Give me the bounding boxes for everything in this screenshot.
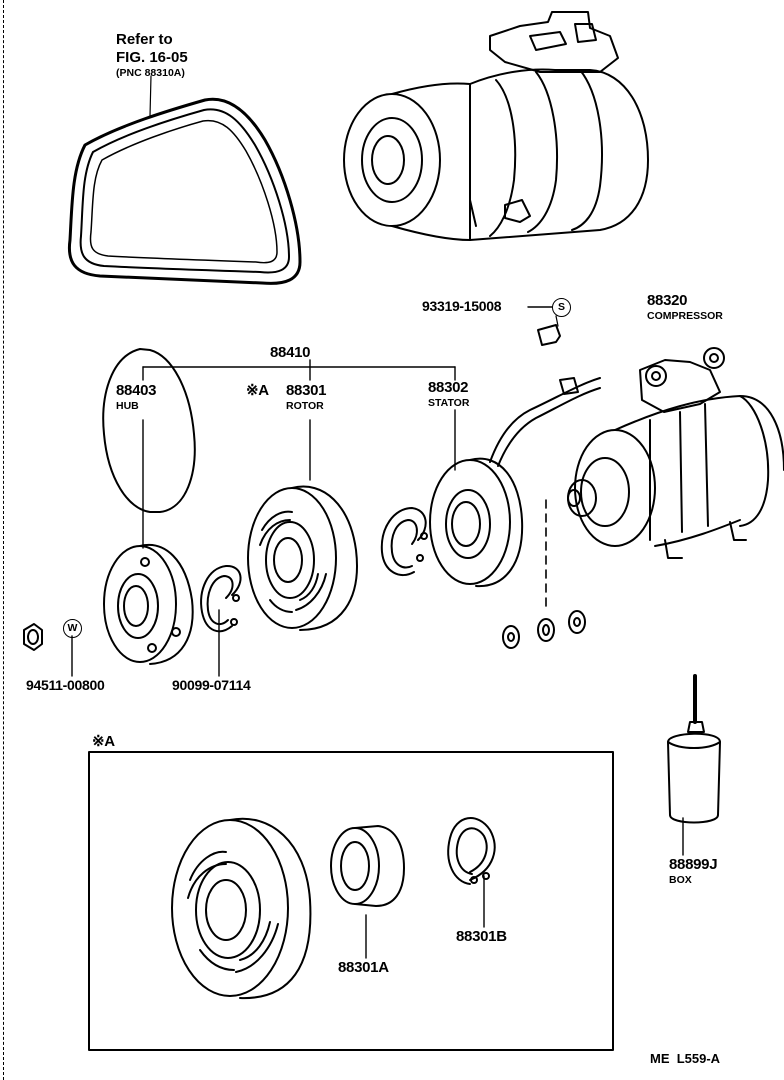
nut-drawing xyxy=(23,623,43,651)
inset-frame xyxy=(88,751,614,1051)
hub-drawing xyxy=(102,348,196,665)
inset-rotor-drawing xyxy=(171,817,312,1000)
leader-lines xyxy=(71,306,684,959)
inset-ring-drawing xyxy=(447,817,496,885)
belt-ref-leader-line xyxy=(149,75,152,117)
inset-bearing-drawing xyxy=(330,825,405,907)
compressor-assembled-drawing xyxy=(343,11,649,241)
belt-ref-line2: FIG. 16-05 xyxy=(116,49,188,66)
rotor-snap-ring-drawing xyxy=(380,507,428,577)
belt-ref-line1: Refer to xyxy=(116,31,173,48)
compressor-part-name: COMPRESSOR xyxy=(647,310,723,322)
stator-drawing xyxy=(429,377,601,588)
rotor-mark: ※A xyxy=(246,382,269,399)
stator-part-number: 88302 xyxy=(428,379,469,396)
belt-ref-pnc: (PNC 88310A) xyxy=(116,67,185,79)
box-part-drawing xyxy=(667,674,721,824)
figure-code: ME L559-A xyxy=(650,1051,721,1066)
shims-drawing xyxy=(502,499,586,649)
snap-ring-drawing xyxy=(200,564,242,633)
hub-part-name: HUB xyxy=(116,400,139,412)
inset-title: ※A xyxy=(92,733,115,750)
rotor-part-name: ROTOR xyxy=(286,400,324,412)
group-bracket-88410 xyxy=(142,359,456,381)
nut-part-number: 94511-00800 xyxy=(26,677,105,693)
bolt-part-number: 93319-15008 xyxy=(422,298,502,314)
washer-symbol-w: W xyxy=(63,619,82,638)
bracket-clip-drawing xyxy=(537,315,561,346)
bolt-symbol-s: S xyxy=(552,298,571,317)
group-part-number: 88410 xyxy=(270,344,311,361)
compressor-part-number: 88320 xyxy=(647,292,688,309)
page-edge-dashed-line xyxy=(3,0,4,1080)
inset-ring-part-number: 88301B xyxy=(456,928,507,945)
stator-part-name: STATOR xyxy=(428,397,470,409)
rotor-part-number: 88301 xyxy=(286,382,327,399)
box-part-number: 88899J xyxy=(669,856,718,873)
drive-belt-drawing xyxy=(67,97,302,285)
compressor-exploded-drawing xyxy=(567,347,784,559)
box-part-name: BOX xyxy=(669,874,692,886)
hub-part-number: 88403 xyxy=(116,382,157,399)
inset-bearing-part-number: 88301A xyxy=(338,959,389,976)
snap-ring-part-number: 90099-07114 xyxy=(172,677,251,693)
rotor-drawing xyxy=(247,485,358,631)
